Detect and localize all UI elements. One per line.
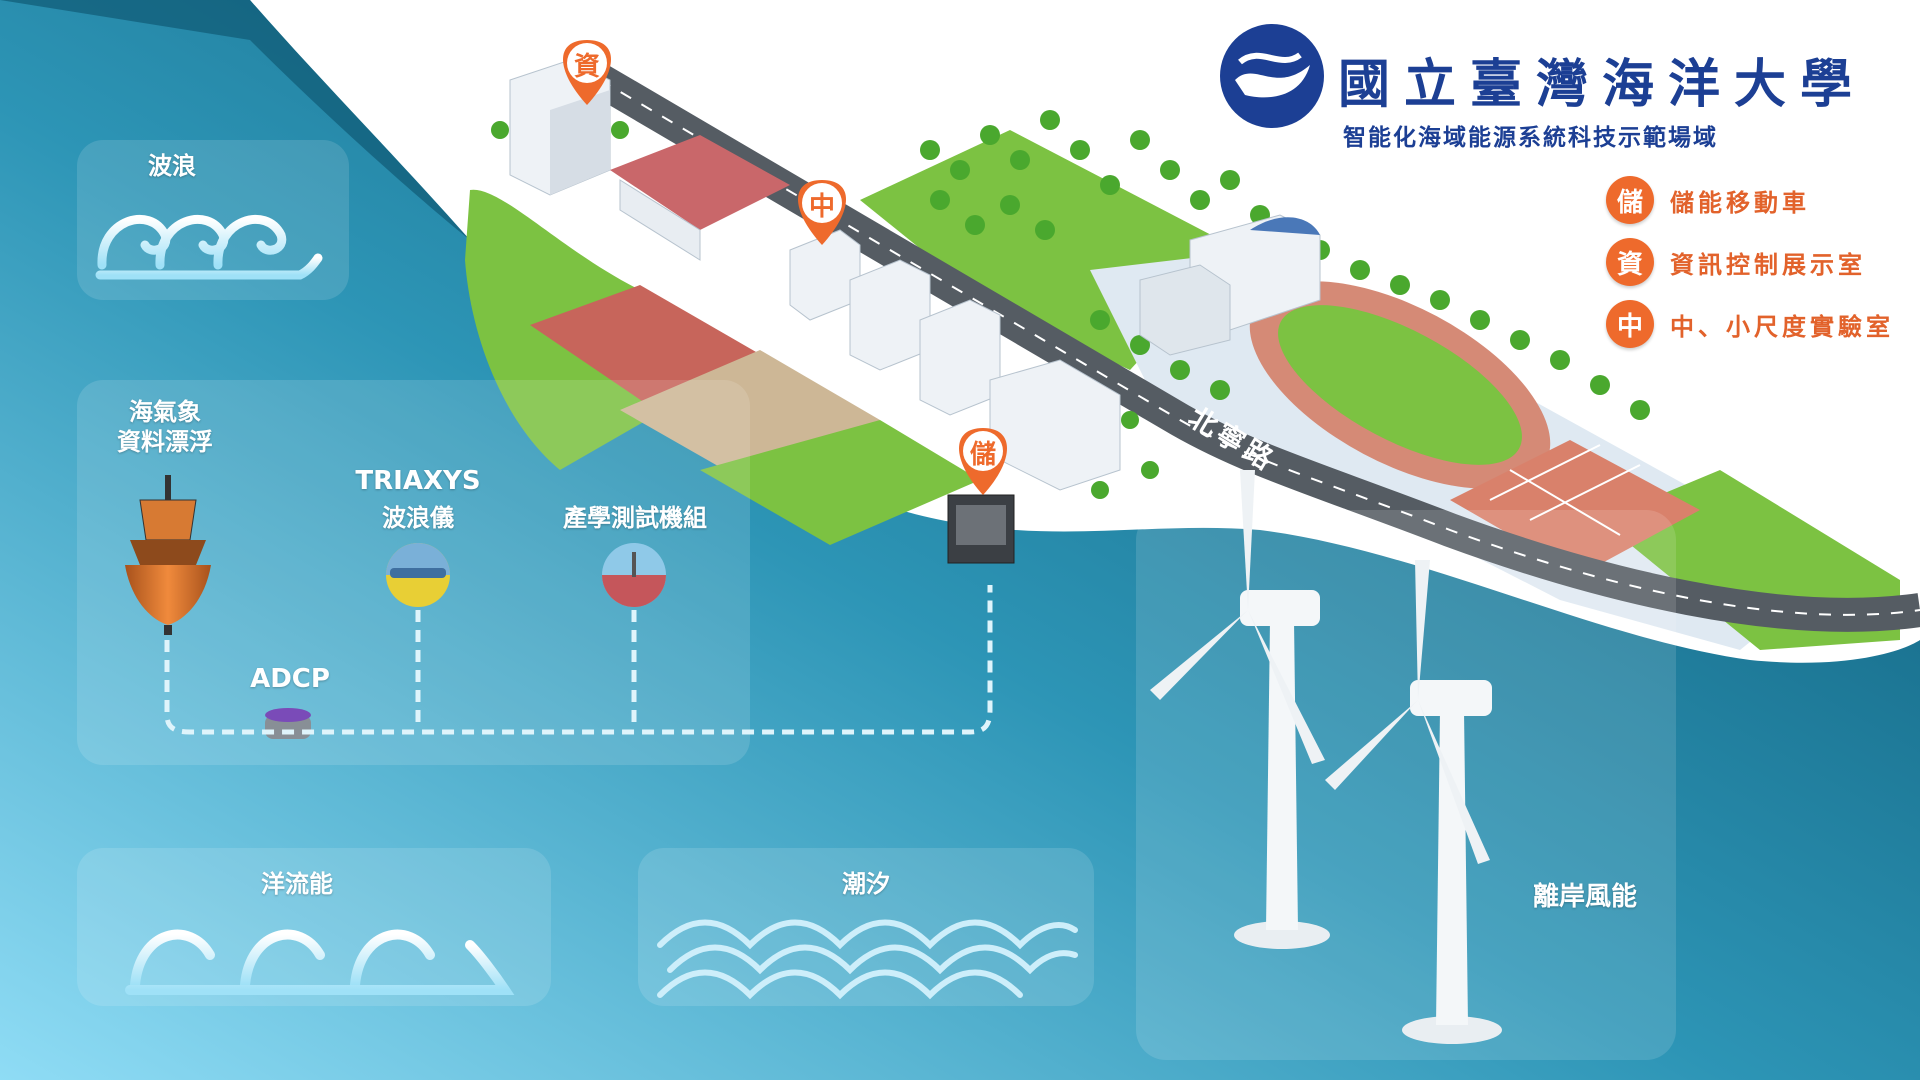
- university-subtitle: 智能化海域能源系統科技示範場域: [1343, 125, 1718, 151]
- offshore-wind-panel: [1136, 510, 1676, 1060]
- test-unit-icon: [602, 543, 666, 607]
- pin-lab-label: 中: [808, 192, 835, 222]
- wave-energy-icon: [95, 214, 323, 280]
- wave-energy-label: 波浪: [148, 152, 196, 180]
- pin-info-label: 資: [573, 52, 600, 82]
- ocean-current-panel: [77, 848, 551, 1006]
- triaxys-wave-icon: [386, 543, 450, 607]
- wind-turbine-front: [1150, 470, 1330, 949]
- legend-item-storage: 儲 儲能移動車: [1606, 174, 1810, 226]
- adcp-icon: [265, 708, 311, 739]
- test-unit-label: 產學測試機組: [563, 504, 707, 532]
- buoy-label-line2: 資料漂浮: [117, 428, 213, 456]
- ocean-current-label: 洋流能: [261, 870, 333, 898]
- legend-badge-storage: 儲: [1606, 176, 1654, 224]
- university-title: 國立臺灣海洋大學: [1338, 55, 1867, 115]
- ocean-current-wave-icon: [125, 929, 515, 995]
- legend-label-storage: 儲能移動車: [1670, 188, 1810, 217]
- tidal-label: 潮汐: [842, 870, 890, 898]
- legend-item-lab: 中 中、小尺度實驗室: [1606, 298, 1894, 350]
- pin-storage-label: 儲: [969, 440, 996, 470]
- university-logo-icon: [1220, 24, 1324, 128]
- adcp-label: ADCP: [250, 664, 330, 694]
- legend-item-info: 資 資訊控制展示室: [1606, 236, 1866, 288]
- wind-turbine-back: [1325, 560, 1502, 1044]
- pin-info-lab: [563, 40, 611, 105]
- pin-storage: [959, 428, 1007, 495]
- data-cable: [164, 585, 993, 735]
- legend-label-info: 資訊控制展示室: [1670, 250, 1866, 279]
- buoy-label-line1: 海氣象: [129, 398, 201, 426]
- legend-badge-lab: 中: [1606, 300, 1654, 348]
- legend-badge-info: 資: [1606, 238, 1654, 286]
- tidal-wave-icon: [657, 919, 1078, 1000]
- triaxys-label-line2: 波浪儀: [382, 504, 454, 532]
- offshore-wind-label: 離岸風能: [1532, 882, 1637, 912]
- legend-label-lab: 中、小尺度實驗室: [1670, 312, 1894, 341]
- tree-grove: [491, 110, 1650, 499]
- lower-lawn: [700, 420, 980, 545]
- campus-buildings: [509, 59, 1321, 491]
- buoy-icon: [125, 475, 211, 635]
- pin-small-lab: [798, 180, 846, 245]
- triaxys-label-line1: TRIAXYS: [355, 466, 481, 496]
